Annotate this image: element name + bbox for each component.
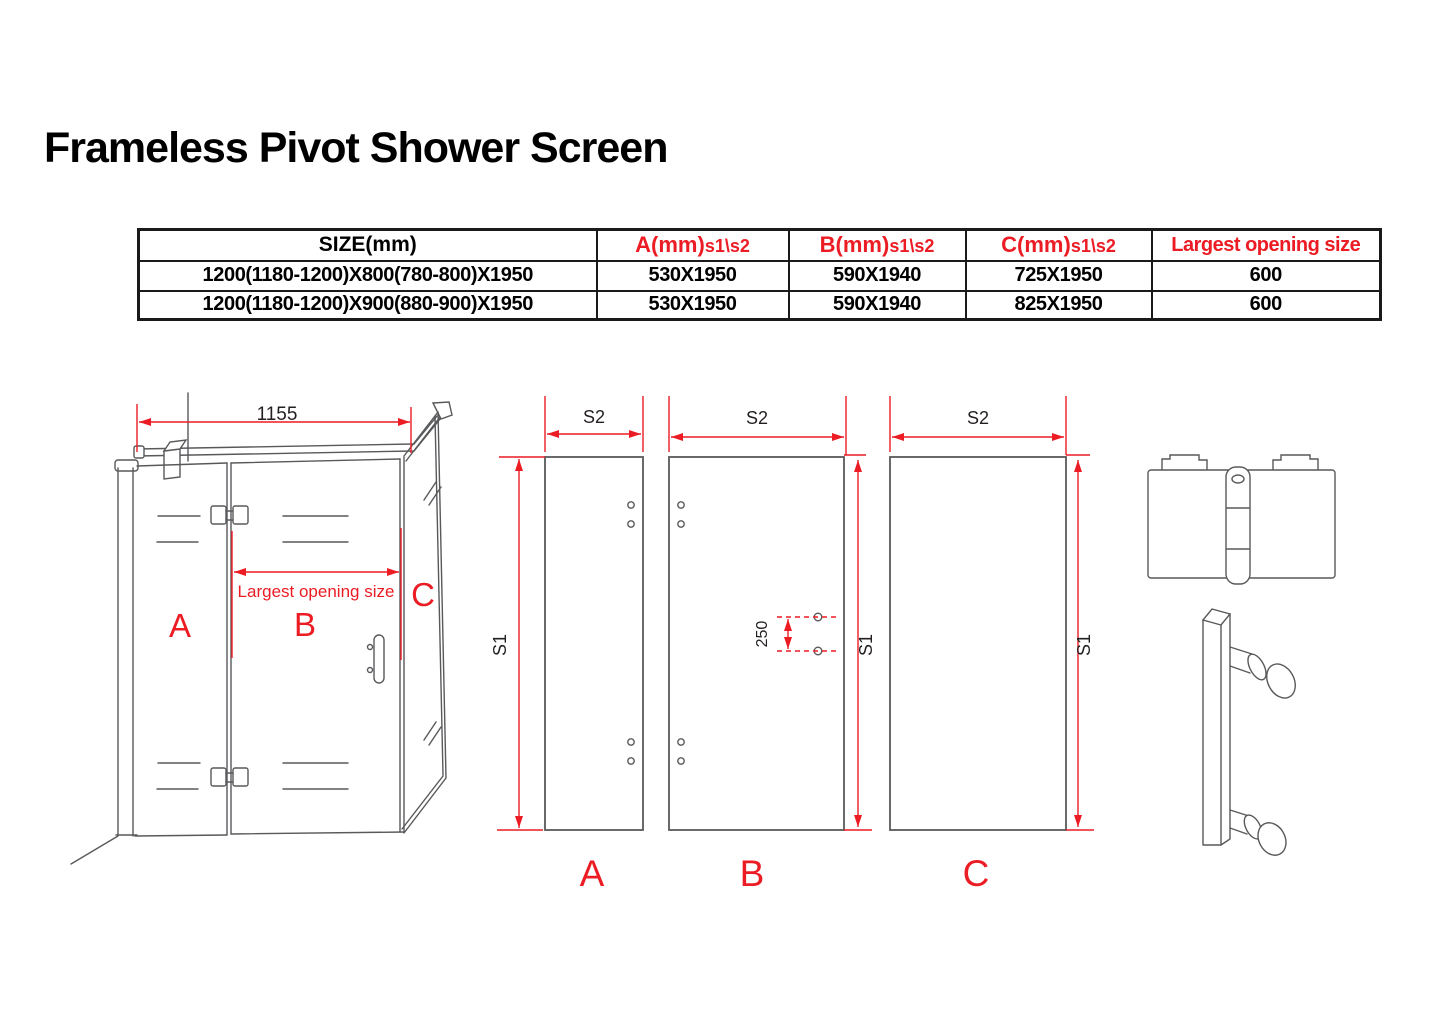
- panel-b-handle-holes: [813, 612, 823, 656]
- panel-b-height-dim-label: S1: [856, 634, 876, 656]
- panel-a-hinge-holes: [627, 501, 635, 765]
- col-header-size: SIZE(mm): [137, 228, 598, 262]
- handle-hole-dashed-lines: [777, 616, 838, 652]
- panel-a-label: A: [580, 853, 605, 894]
- handle-bar-top-face: [1201, 608, 1232, 626]
- panel-b-shading: [282, 515, 349, 790]
- door-handle: [366, 634, 385, 684]
- a-cell: 530X1950: [595, 289, 790, 321]
- panel-b-drawing: S2 S1 250 B: [668, 396, 876, 894]
- overview-3d-drawing: 1155 Largest opening size A B C: [70, 392, 453, 865]
- size-cell: 1200(1180-1200)X800(780-800)X1950: [137, 259, 598, 292]
- c-cell: 725X1950: [964, 259, 1153, 292]
- a-cell: 530X1950: [595, 259, 790, 292]
- panel-b-dim-extensions: [668, 396, 872, 831]
- panel-a-drawing: S2 S1 A: [490, 396, 644, 894]
- panel-b-width-dim-label: S2: [746, 408, 768, 428]
- overview-panel-b-label: B: [294, 606, 316, 643]
- col-header-c-sub: s1\s2: [1070, 236, 1116, 257]
- hinge-left-plate: [1147, 469, 1234, 579]
- panel-b-label: B: [740, 853, 765, 894]
- panel-a-height-dim-label: S1: [490, 634, 510, 656]
- handle-illustration: [1201, 608, 1296, 856]
- col-header-a-main: A(mm): [635, 232, 705, 258]
- panel-c-glass: [889, 456, 1067, 831]
- glass-panel-b-edges: [230, 458, 405, 835]
- hinge-stile: [226, 462, 232, 836]
- glass-panel-a-edges: [134, 462, 228, 837]
- col-header-b-main: B(mm): [819, 232, 890, 258]
- handle-bar: [1202, 613, 1231, 846]
- overview-panel-a-label: A: [169, 607, 191, 644]
- handle-top-stem: [1229, 646, 1253, 674]
- largest-cell: 600: [1150, 289, 1382, 321]
- panel-b-glass: [668, 456, 845, 831]
- glass-reflection-marks: [423, 481, 442, 746]
- size-cell: 1200(1180-1200)X900(880-900)X1950: [137, 289, 598, 321]
- handle-top-flange: [1247, 653, 1267, 681]
- panel-c-label: C: [963, 853, 990, 894]
- panel-a-glass: [544, 456, 644, 831]
- hinge-pin-hole: [1231, 474, 1245, 484]
- hinge-top: [210, 505, 249, 525]
- return-panel-c: [401, 411, 447, 834]
- hinge-illustration: [1147, 454, 1336, 585]
- panel-c-width-dim-label: S2: [967, 408, 989, 428]
- support-bar: [136, 415, 441, 457]
- panel-a-s2-extensions: [544, 396, 644, 452]
- wall-profile: [115, 467, 138, 837]
- b-cell: 590X1940: [787, 289, 967, 321]
- hinge-bottom: [210, 767, 249, 787]
- hinge-right-plate: [1236, 469, 1336, 579]
- panel-a-shading: [156, 515, 201, 790]
- c-cell: 825X1950: [964, 289, 1153, 321]
- col-header-c-main: C(mm): [1001, 232, 1071, 258]
- hinge-barrel-segments: [1226, 507, 1250, 550]
- bar-bracket-top: [162, 439, 188, 452]
- panel-c-height-dim-label: S1: [1074, 634, 1094, 656]
- table-row: 1200(1180-1200)X900(880-900)X1950 530X19…: [137, 289, 1382, 321]
- col-header-largest-opening: Largest opening size: [1150, 228, 1382, 262]
- panel-c-drawing: S2 S1 C: [889, 396, 1094, 894]
- handle-bottom-knob: [1257, 822, 1287, 856]
- size-spec-table: SIZE(mm) A(mm)s1\s2 B(mm)s1\s2 C(mm)s1\s…: [137, 228, 1382, 321]
- panel-a-s1-extensions: [497, 456, 545, 831]
- table-row: 1200(1180-1200)X800(780-800)X1950 530X19…: [137, 259, 1382, 292]
- panel-c-dim-extensions: [889, 396, 1094, 831]
- door-stile: [399, 456, 405, 833]
- col-header-a: A(mm)s1\s2: [595, 228, 790, 262]
- overview-width-dim-label: 1155: [257, 404, 298, 425]
- panel-a-width-dim-label: S2: [583, 407, 605, 427]
- panel-b-hinge-holes: [677, 501, 685, 765]
- col-header-b: B(mm)s1\s2: [787, 228, 967, 262]
- opening-dim-extensions: [231, 528, 402, 660]
- col-header-c: C(mm)s1\s2: [964, 228, 1153, 262]
- hinge-pivot-barrel: [1225, 466, 1251, 585]
- hinge-left-tab: [1161, 454, 1208, 472]
- largest-cell: 600: [1150, 259, 1382, 292]
- overview-panel-c-label: C: [411, 576, 435, 613]
- opening-dim-label: Largest opening size: [238, 582, 395, 601]
- floor-line: [70, 835, 119, 865]
- page-title: Frameless Pivot Shower Screen: [44, 124, 668, 172]
- width-dim-extensions: [136, 404, 412, 453]
- support-bar-wall-cap: [133, 445, 145, 459]
- table-header-row: SIZE(mm) A(mm)s1\s2 B(mm)s1\s2 C(mm)s1\s…: [137, 228, 1382, 262]
- hinge-right-tab: [1272, 454, 1319, 472]
- handle-hole-spacing-label: 250: [754, 621, 771, 648]
- col-header-b-sub: s1\s2: [889, 236, 935, 257]
- handle-top-knob: [1266, 663, 1296, 699]
- b-cell: 590X1940: [787, 259, 967, 292]
- col-header-a-sub: s1\s2: [704, 236, 750, 257]
- handle-bottom-stem: [1229, 809, 1250, 835]
